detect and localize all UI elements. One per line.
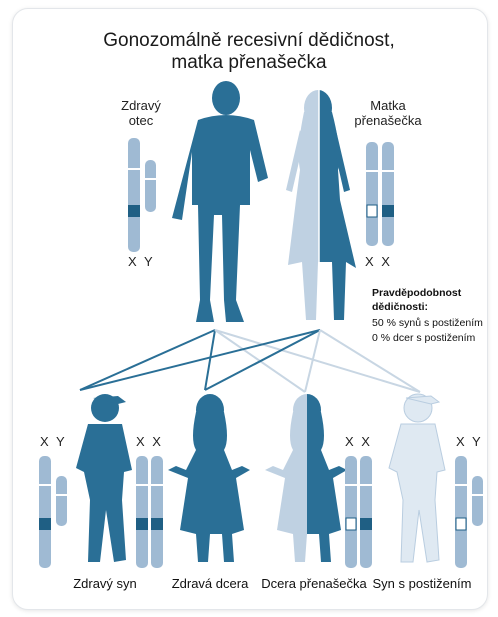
diagram-title-line1: Gonozomálně recesivní dědičnost, [0, 30, 498, 52]
daughter1-chromosomes [136, 456, 163, 568]
child-affected-son [389, 394, 445, 562]
child-carrier-daughter [265, 394, 347, 562]
child-healthy-daughter [168, 394, 250, 562]
son1-chromosomes [39, 456, 67, 568]
mother-chromosome-labels: X X [365, 254, 390, 269]
child-healthy-son [76, 394, 132, 562]
son2-chromosome-labels: X Y [456, 434, 481, 449]
line-father-son1 [80, 330, 215, 390]
line-mother-daughter1 [205, 330, 320, 390]
probability-heading-line1: Pravděpodobnost [372, 286, 461, 300]
mother-label-line1: Matka [348, 98, 428, 113]
daughter1-chromosome-labels: X X [136, 434, 161, 449]
line-mother-son1 [80, 330, 320, 390]
father-silhouette [172, 81, 268, 322]
father-label-line2: otec [116, 113, 166, 128]
father-chromosome-labels: X Y [128, 254, 153, 269]
diagram-title-line2: matka přenašečka [0, 52, 498, 74]
mother-label-line2: přenašečka [348, 113, 428, 128]
probability-heading-line2: dědičnosti: [372, 300, 428, 314]
caption-healthy-daughter: Zdravá dcera [160, 576, 260, 591]
line-father-daughter1 [205, 330, 215, 390]
inheritance-lines [80, 330, 420, 392]
mother-chromosomes [366, 142, 394, 246]
son1-chromosome-labels: X Y [40, 434, 65, 449]
caption-affected-son: Syn s postižením [364, 576, 480, 591]
chromosome-y [145, 160, 156, 212]
probability-daughters: 0 % dcer s postižením [372, 331, 475, 345]
mother-silhouette [286, 90, 356, 322]
son2-chromosomes [455, 456, 483, 568]
caption-healthy-son: Zdravý syn [50, 576, 160, 591]
chromosome-x [128, 138, 140, 252]
father-chromosomes [128, 138, 156, 252]
probability-sons: 50 % synů s postižením [372, 316, 483, 330]
caption-carrier-daughter: Dcera přenašečka [258, 576, 370, 591]
daughter2-chromosomes [345, 456, 372, 568]
father-label-line1: Zdravý [116, 98, 166, 113]
daughter2-chromosome-labels: X X [345, 434, 370, 449]
